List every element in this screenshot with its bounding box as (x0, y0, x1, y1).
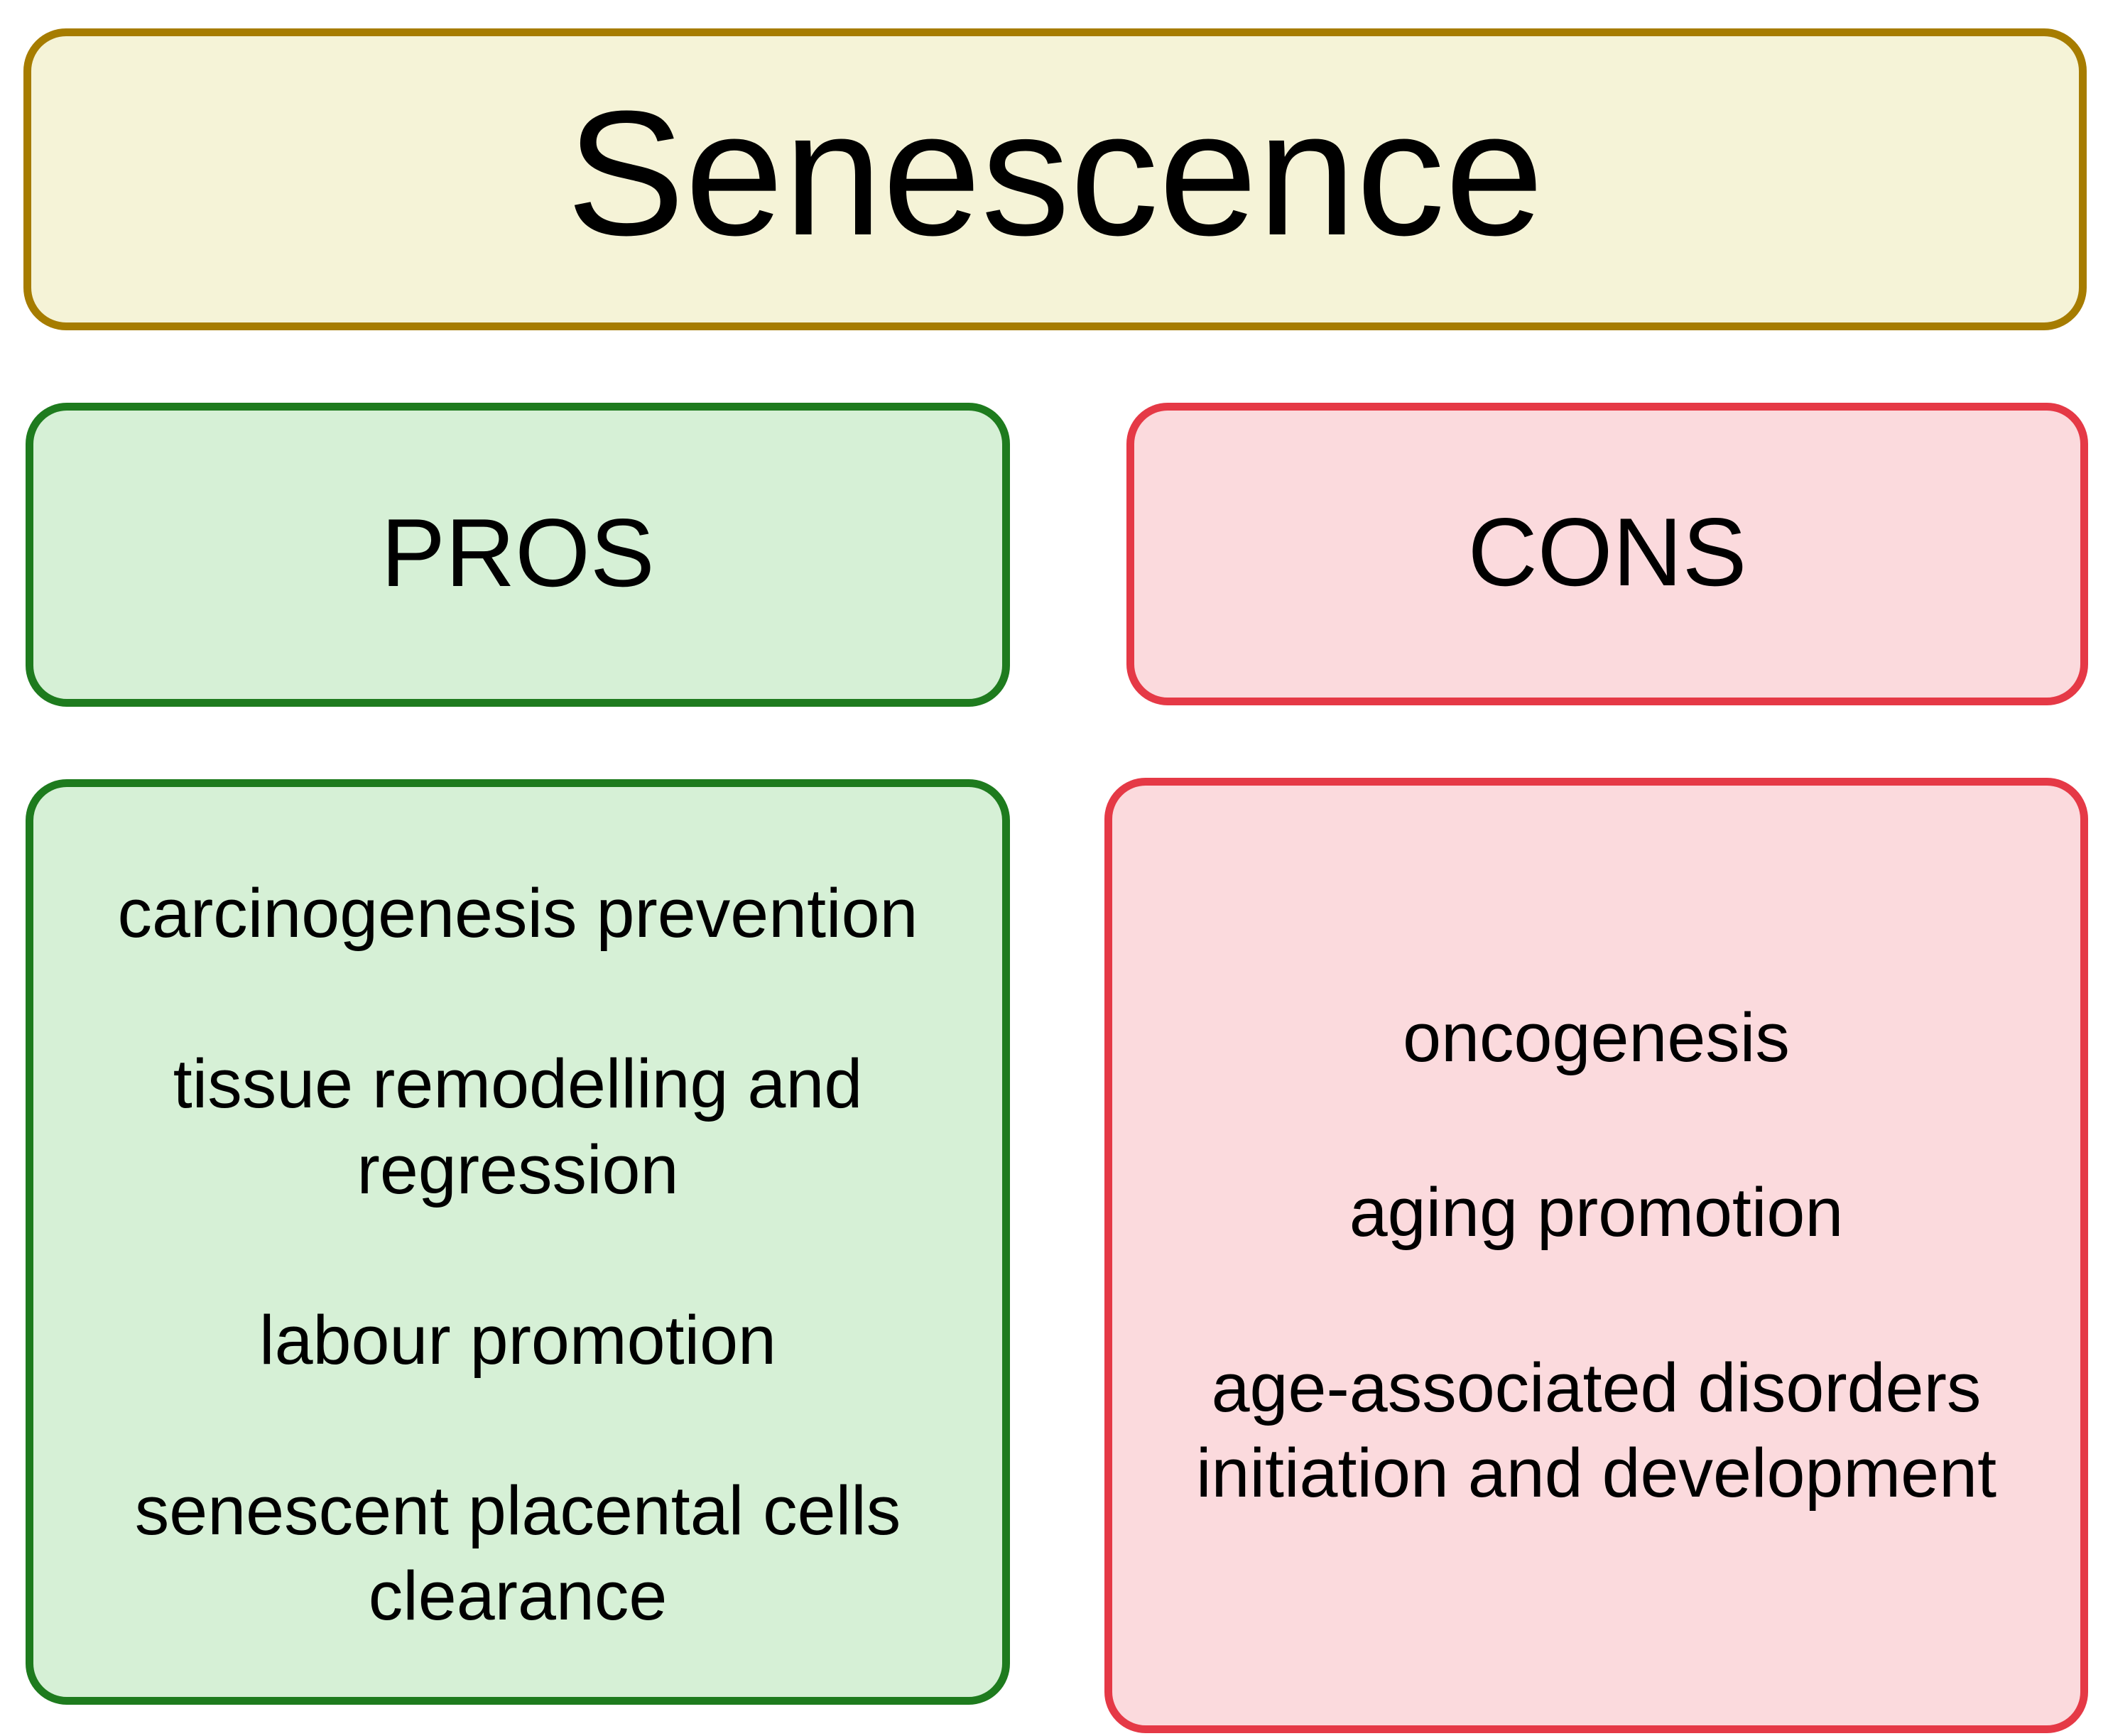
pros-header-label: PROS (381, 499, 655, 607)
list-item: labour promotion (259, 1301, 776, 1379)
cons-header-label: CONS (1467, 498, 1747, 606)
list-item: senescent placental cells clearance (134, 1472, 901, 1635)
list-item: tissue remodelling and regression (173, 1045, 863, 1208)
pros-header-card: PROS (26, 403, 1010, 707)
list-item: aging promotion (1349, 1173, 1844, 1252)
list-item: oncogenesis (1403, 998, 1790, 1076)
cons-header-card: CONS (1126, 403, 2088, 705)
page-title: Senescence (566, 73, 1544, 272)
title-card: Senescence (23, 28, 2087, 330)
cons-content-card: oncogenesis aging promotion age-associat… (1104, 778, 2088, 1733)
pros-item-list: carcinogenesis prevention tissue remodel… (33, 787, 1002, 1639)
list-item: carcinogenesis prevention (117, 874, 918, 952)
pros-content-card: carcinogenesis prevention tissue remodel… (26, 779, 1010, 1705)
list-item: age-associated disorders initiation and … (1195, 1348, 1997, 1512)
cons-item-list: oncogenesis aging promotion age-associat… (1112, 995, 2080, 1516)
